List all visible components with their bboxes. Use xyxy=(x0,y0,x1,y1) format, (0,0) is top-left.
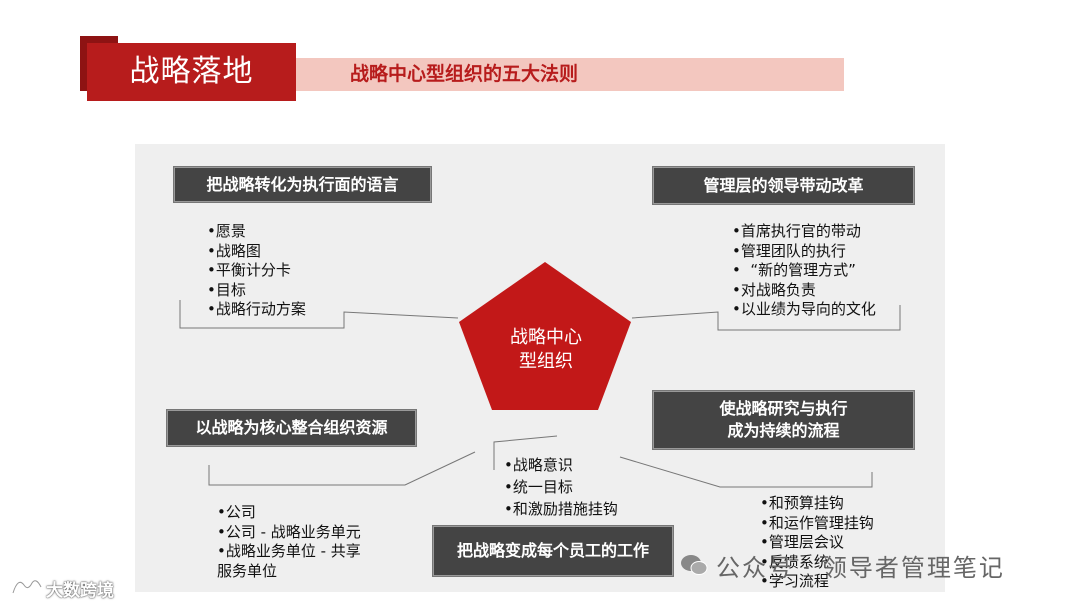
principle-box-language: 把战略转化为执行面的语言 xyxy=(174,167,431,202)
principle-list-process: •和预算挂钩 •和运作管理挂钩 •管理层会议 •反馈系统 •学习流程 xyxy=(760,494,874,592)
brand-watermark: 大数跨境 xyxy=(46,581,114,601)
principle-box-process-line1: 使战略研究与执行 xyxy=(719,399,848,418)
center-label: 战略中心 型组织 xyxy=(486,326,606,374)
connector-top-right xyxy=(631,305,901,331)
connector-bottom-center xyxy=(493,435,558,470)
principle-list-leadership: •首席执行官的带动 •管理团队的执行 • “新的管理方式” •对战略负责 •以业… xyxy=(732,222,876,320)
list-item: •战略意识 xyxy=(504,456,573,474)
brand-logo-icon xyxy=(10,575,44,597)
list-item: •首席执行官的带动 xyxy=(732,222,861,240)
principle-box-employees: 把战略变成每个员工的工作 xyxy=(433,526,673,576)
list-item: •反馈系统 xyxy=(760,552,829,571)
list-item: •和运作管理挂钩 xyxy=(760,513,874,532)
list-item: •平衡计分卡 xyxy=(207,261,291,279)
principle-box-resources: 以战略为核心整合组织资源 xyxy=(167,410,416,446)
list-item: •战略图 xyxy=(207,241,261,260)
list-item: •战略行动方案 xyxy=(207,300,306,318)
principle-box-process: 使战略研究与执行 成为持续的流程 xyxy=(653,391,914,449)
list-item: •管理层会议 xyxy=(760,533,844,551)
center-pentagon xyxy=(459,262,631,410)
list-item: •对战略负责 xyxy=(732,280,816,299)
connector-bottom-right xyxy=(619,456,873,488)
principle-list-employees: •战略意识 •统一目标 •和激励措施挂钩 xyxy=(504,454,618,520)
list-item: • “新的管理方式” xyxy=(732,261,856,279)
principle-list-resources: •公司 •公司 - 战略业务单元 •战略业务单位 - 共享 服务单位 xyxy=(217,503,361,581)
principle-list-language: •愿景 •战略图 •平衡计分卡 •目标 •战略行动方案 xyxy=(207,222,306,320)
list-item: •愿景 xyxy=(207,222,246,240)
principle-box-process-line2: 成为持续的流程 xyxy=(727,421,840,440)
list-item: •和预算挂钩 xyxy=(760,494,844,512)
list-item: •战略业务单位 - 共享 xyxy=(217,542,361,560)
list-item: •学习流程 xyxy=(760,572,829,590)
wechat-icon xyxy=(680,554,708,576)
connector-bottom-left xyxy=(208,451,476,486)
list-item: •以业绩为导向的文化 xyxy=(732,300,876,318)
list-item: •管理团队的执行 xyxy=(732,241,846,260)
slide-title: 战略落地 xyxy=(87,43,296,101)
subtitle-bar xyxy=(296,58,844,91)
center-label-line1: 战略中心 xyxy=(510,327,582,348)
center-label-line2: 型组织 xyxy=(519,351,573,372)
list-item: •和激励措施挂钩 xyxy=(504,500,618,518)
list-item: •公司 - 战略业务单元 xyxy=(217,522,361,541)
list-item: •公司 xyxy=(217,503,256,521)
connector-top-left xyxy=(179,300,459,329)
wechat-watermark: 公众号 · 领导者管理笔记 xyxy=(716,554,1005,582)
slide-subtitle: 战略中心型组织的五大法则 xyxy=(350,63,579,85)
list-item: 服务单位 xyxy=(217,561,278,580)
principle-box-leadership: 管理层的领导带动改革 xyxy=(653,167,914,204)
list-item: •统一目标 xyxy=(504,478,573,496)
list-item: •目标 xyxy=(207,280,246,299)
